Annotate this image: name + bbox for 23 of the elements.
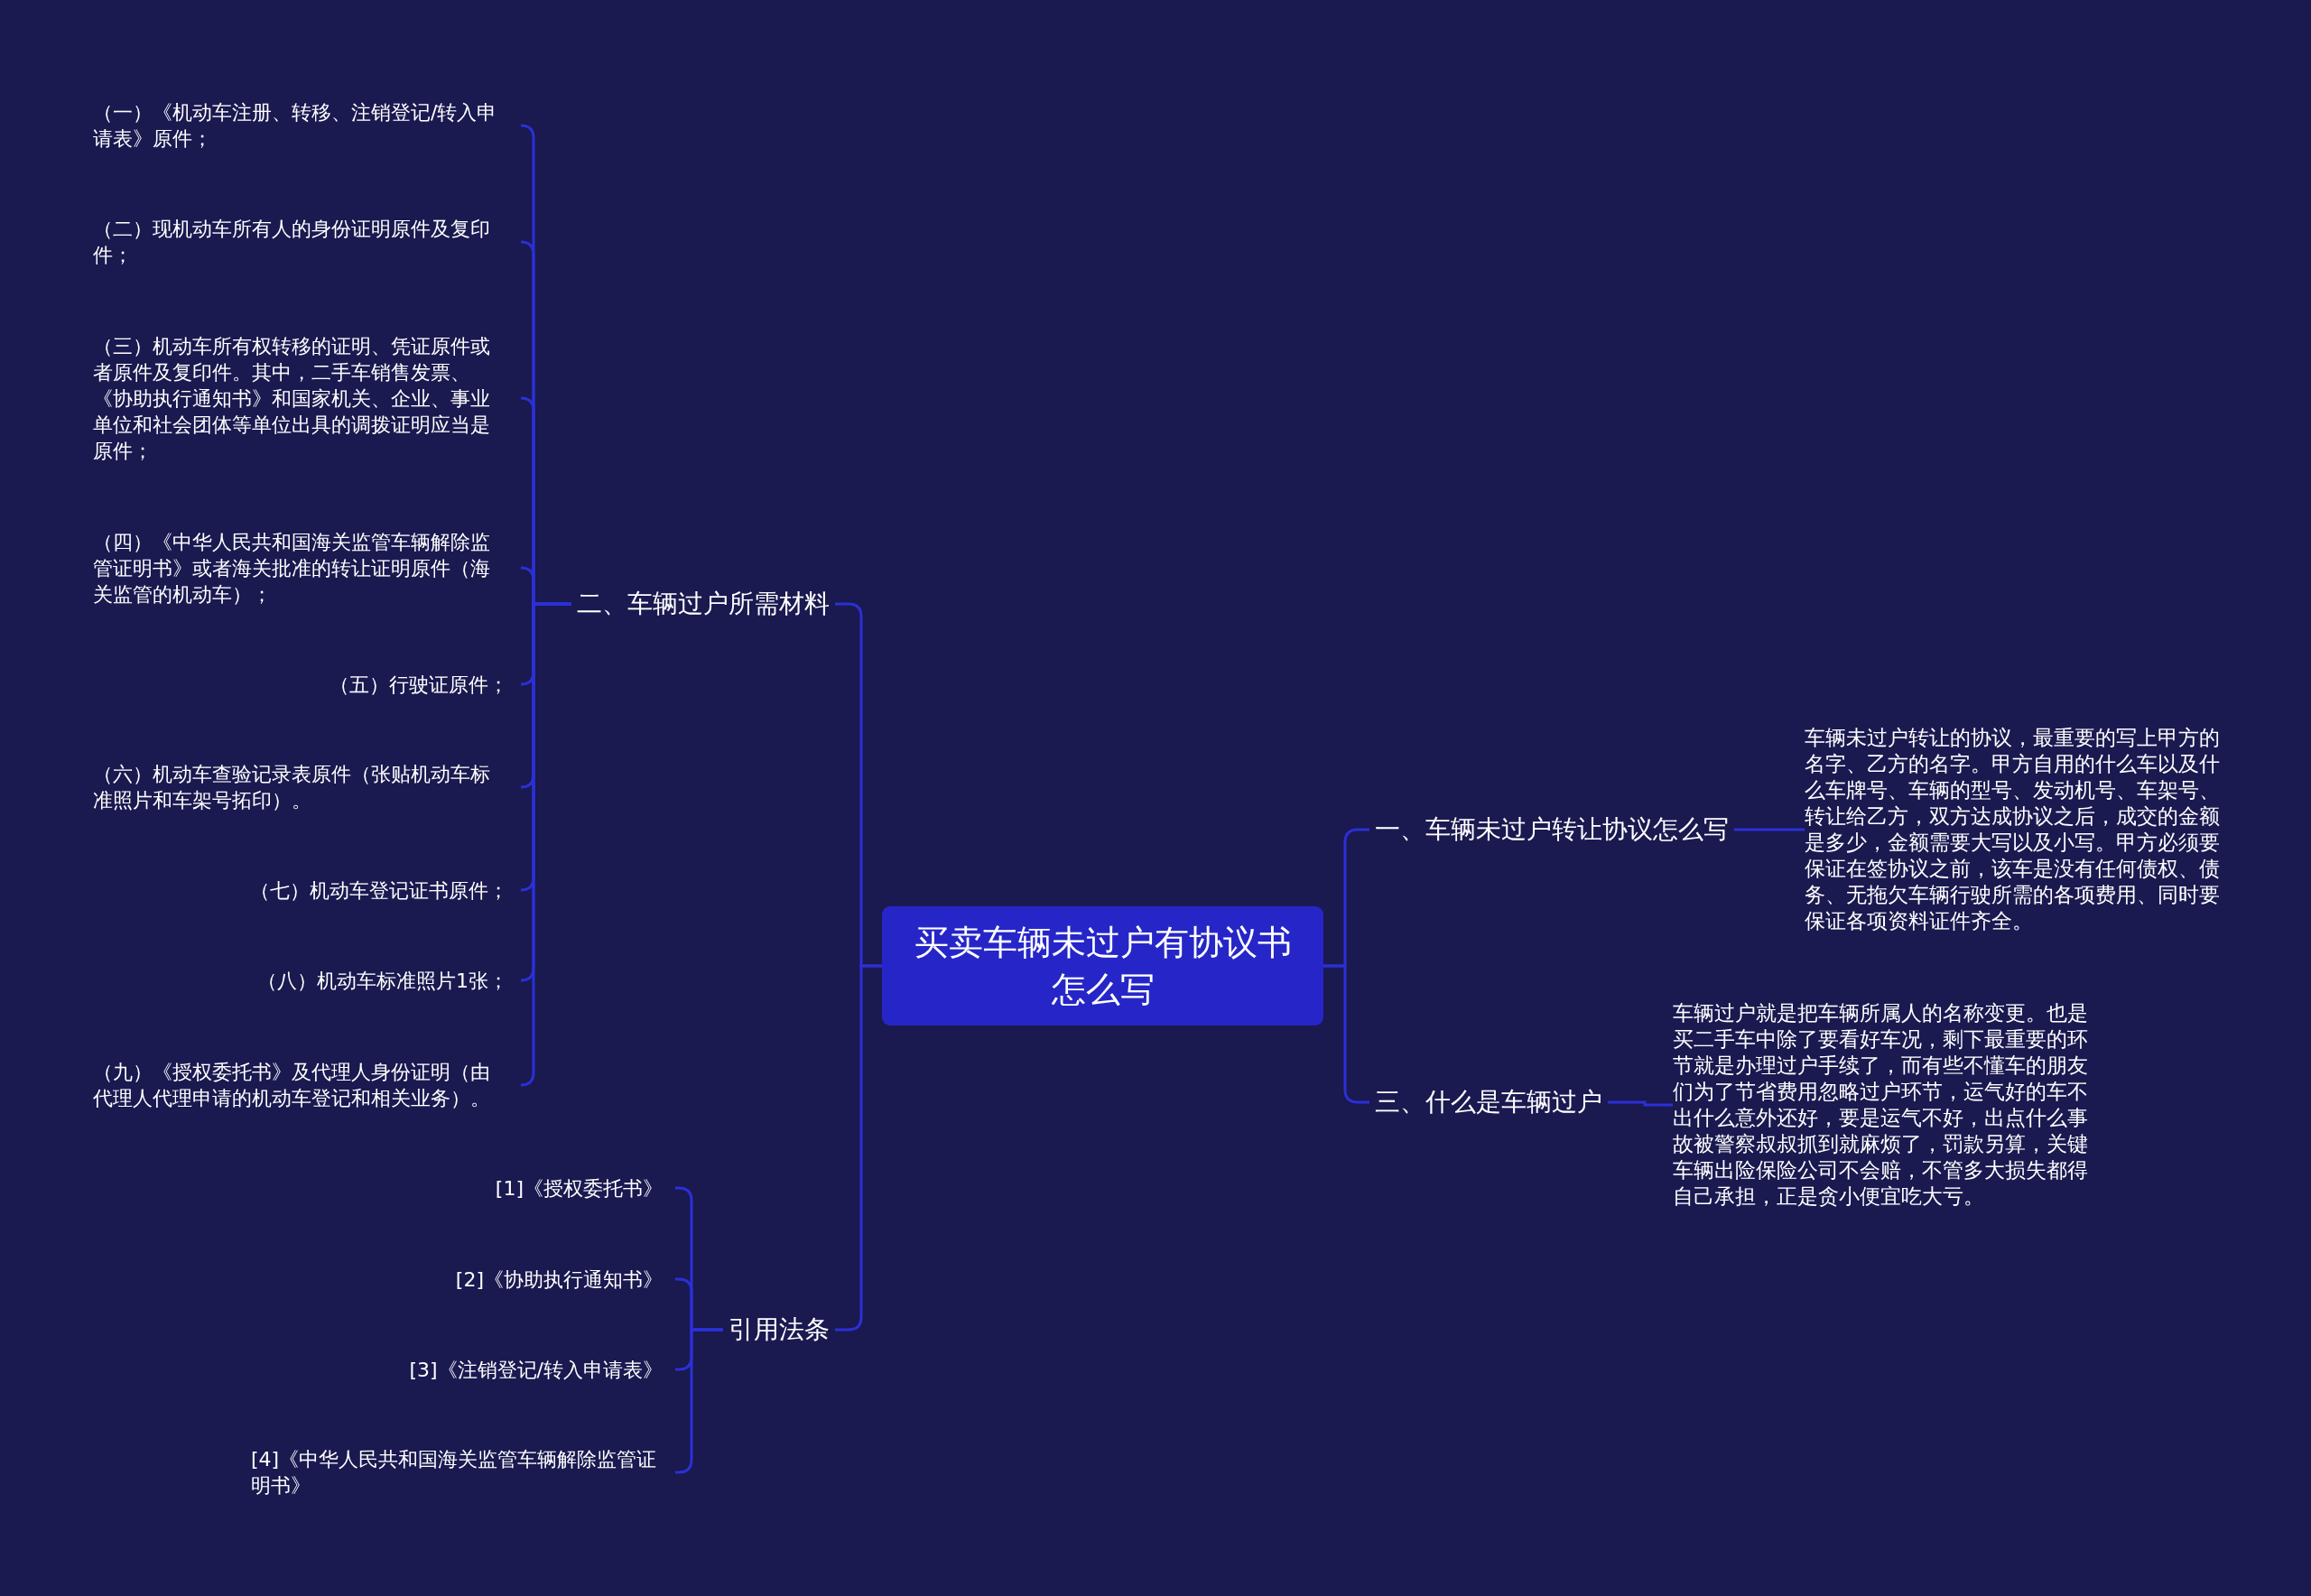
reference-text: [1]《授权委托书》 [495,1174,675,1202]
item-text: （三）机动车所有权转移的证明、凭证原件或者原件及复印件。其中，二手车销售发票、《协助执行通知书》和国家机关、企业、事业单位和社会团体等单位出具的调拨证明应当是原件； [93,332,521,464]
connector-line [1734,828,1805,831]
item-text: （六）机动车查验记录表原件（张贴机动车标准照片和车架号拓印）。 [93,761,521,813]
description-text: 车辆未过户转让的协议，最重要的写上甲方的名字、乙方的名字。甲方自用的什么车以及什么车牌号、车辆的型号、发动机号、车架号、转让给乙方，双方达成协议之后，成交的金额是多少，金额需要大写以及小写。甲方必须要保证在签协议之前，该车是没有任何债权、债务、无拖欠车辆行驶所需的各项费用、同时要保证各项资料证件齐全。 [1805,725,2222,934]
connector-line [519,602,571,1087]
item-text: （四）《中华人民共和国海关监管车辆解除监管证明书》或者海关批准的转让证明原件（海关监管的机动车）； [93,528,521,608]
item-text: （五）行驶证原件； [329,671,521,698]
topic-text: 一、车辆未过户转让协议怎么写 [1369,810,1734,849]
description-text: 车辆过户就是把车辆所属人的名称变更。也是买二手车中除了要看好车况，剩下最重要的环节就是办理过户手续了，而有些不懂车的朋友们为了节省费用忽略过户环节，运气好的车不出什么意外还好，要是运气不好，出点什么事故被警察叔叔抓到就麻烦了，罚款另算，关键车辆出险保险公司不会赔，不管多大损失都得自己承担，正是贪小便宜吃大亏。 [1673,1000,2090,1210]
item-text: （二）现机动车所有人的身份证明原件及复印件； [93,216,521,268]
topic-text: 二、车辆过户所需材料 [571,584,835,624]
root-topic-box: 买卖车辆未过户有协议书怎么写 [882,906,1323,1025]
item-text: （一）《机动车注册、转移、注销登记/转入申请表》原件； [93,99,521,152]
item-text: （九）《授权委托书》及代理人身份证明（由代理人代理申请的机动车登记和相关业务）。 [93,1059,521,1111]
item-text: （八）机动车标准照片1张； [257,967,521,994]
topic-text: 三、什么是车辆过户 [1369,1082,1608,1122]
reference-text: [2]《协助执行通知书》 [455,1266,675,1293]
connector-line [1608,1100,1673,1107]
topic-text: 引用法条 [723,1310,835,1350]
reference-text: [4]《中华人民共和国海关监管车辆解除监管证明书》 [251,1446,675,1499]
item-text: （七）机动车登记证书原件； [250,877,521,904]
reference-text: [3]《注销登记/转入申请表》 [409,1356,675,1383]
